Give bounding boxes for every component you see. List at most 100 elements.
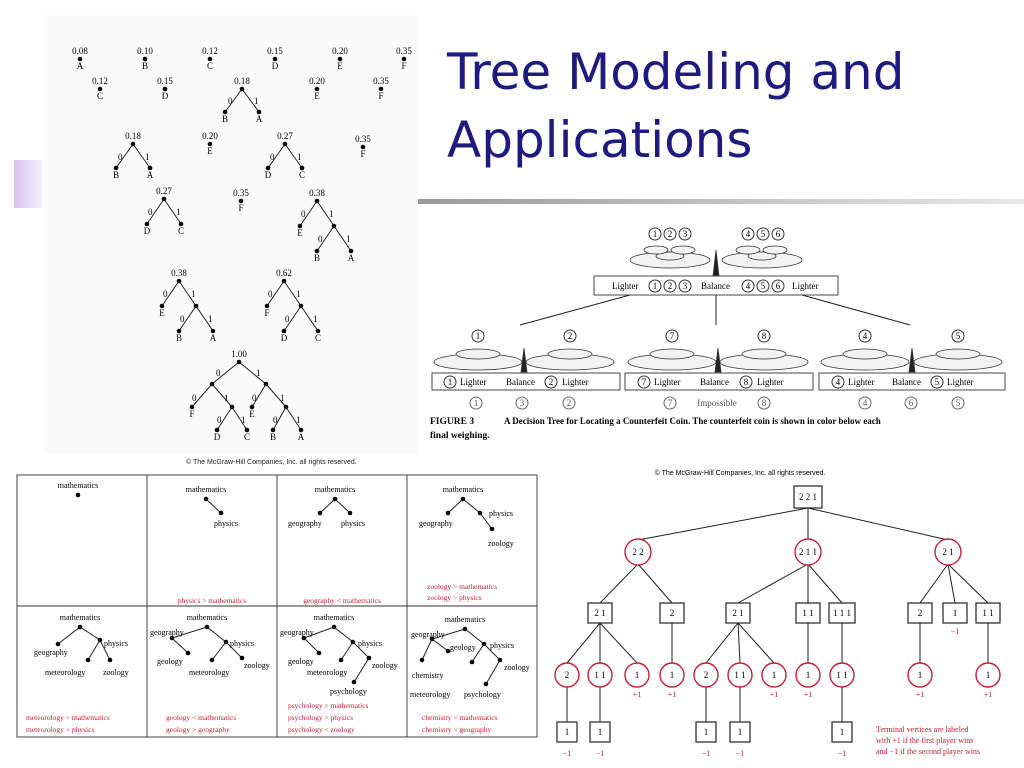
- figure-caption: FIGURE 3 A Decision Tree for Locating a …: [430, 416, 881, 441]
- svg-text:physics: physics: [214, 519, 238, 528]
- svg-text:2 1: 2 1: [942, 547, 953, 557]
- svg-text:8: 8: [744, 377, 749, 387]
- svg-text:0.20: 0.20: [309, 76, 325, 86]
- svg-text:1: 1: [191, 289, 196, 299]
- svg-text:mathematics: mathematics: [443, 485, 483, 494]
- svg-text:physics: physics: [230, 639, 254, 648]
- svg-text:1: 1: [346, 234, 351, 244]
- svg-text:1 1 1: 1 1 1: [833, 608, 851, 618]
- svg-text:1: 1: [280, 393, 285, 403]
- svg-text:geology: geology: [288, 657, 314, 666]
- svg-text:psychology: psychology: [464, 690, 501, 699]
- svg-text:0.20: 0.20: [202, 131, 218, 141]
- svg-text:−1: −1: [951, 627, 960, 636]
- svg-text:+1: +1: [633, 690, 642, 699]
- svg-text:2: 2: [568, 331, 573, 341]
- svg-text:E: E: [314, 91, 320, 101]
- svg-text:0: 0: [252, 393, 257, 403]
- svg-text:C: C: [299, 170, 305, 180]
- svg-text:B: B: [113, 170, 119, 180]
- svg-text:A: A: [256, 114, 263, 124]
- svg-text:psychology > mathematics: psychology > mathematics: [288, 701, 369, 710]
- svg-text:0: 0: [163, 289, 168, 299]
- svg-text:2: 2: [670, 608, 675, 618]
- svg-text:3: 3: [683, 229, 688, 239]
- svg-text:8: 8: [762, 331, 767, 341]
- svg-text:8: 8: [762, 398, 767, 408]
- svg-text:1: 1: [806, 670, 811, 680]
- svg-text:0.12: 0.12: [92, 76, 108, 86]
- svg-text:A: A: [210, 333, 217, 343]
- svg-text:B: B: [176, 333, 182, 343]
- svg-text:geography: geography: [280, 628, 314, 637]
- svg-text:zoology: zoology: [244, 661, 270, 670]
- svg-text:2: 2: [565, 670, 570, 680]
- prob-label: 0.10: [137, 46, 153, 56]
- svg-text:0.18: 0.18: [125, 131, 141, 141]
- huffman-row-1: 0.08A 0.10B 0.12C 0.15D 0.20E 0.35F: [72, 46, 412, 71]
- svg-text:chemistry < mathematics: chemistry < mathematics: [422, 713, 498, 722]
- svg-text:1: 1: [918, 670, 923, 680]
- prob-label: 0.12: [202, 46, 218, 56]
- svg-text:2 1: 2 1: [594, 608, 605, 618]
- svg-text:+1: +1: [916, 690, 925, 699]
- svg-text:meteorology < physics: meteorology < physics: [26, 725, 94, 734]
- svg-text:Lighter: Lighter: [612, 281, 639, 291]
- svg-text:mathematics: mathematics: [315, 485, 355, 494]
- coin-decision-tree-figure: 1 2 3 4 5 6 Lighter 1 2 3 Balance 4 5 6 …: [420, 210, 1012, 450]
- svg-text:C: C: [315, 333, 321, 343]
- svg-text:1: 1: [565, 727, 570, 737]
- svg-text:+1: +1: [804, 690, 813, 699]
- title-line-1: Tree Modeling and: [447, 43, 905, 101]
- root-node: 2 2 1: [799, 492, 817, 502]
- svg-text:2: 2: [668, 281, 673, 291]
- svg-text:mathematics: mathematics: [314, 613, 354, 622]
- svg-text:geography: geography: [34, 648, 68, 657]
- taxonomy-grid-figure: mathematics mathematics physics physics …: [14, 472, 540, 740]
- svg-text:5: 5: [761, 229, 766, 239]
- slide-title: Tree Modeling and Applications: [447, 38, 1007, 174]
- svg-text:A Decision Tree for Locating a: A Decision Tree for Locating a Counterfe…: [504, 416, 881, 426]
- svg-text:mathematics: mathematics: [60, 613, 100, 622]
- svg-text:E: E: [297, 228, 303, 238]
- svg-text:0: 0: [148, 207, 153, 217]
- svg-text:B: B: [222, 114, 228, 124]
- svg-text:1: 1: [256, 368, 261, 378]
- svg-text:meteorology: meteorology: [189, 668, 229, 677]
- svg-text:4: 4: [746, 281, 751, 291]
- svg-text:geology > geography: geology > geography: [166, 725, 230, 734]
- svg-text:chemistry < geography: chemistry < geography: [422, 725, 491, 734]
- copyright-notice-left: © The McGraw-Hill Companies, Inc. all ri…: [186, 459, 357, 466]
- svg-text:0.27: 0.27: [156, 186, 172, 196]
- svg-text:6: 6: [776, 229, 781, 239]
- title-line-2: Applications: [447, 111, 753, 169]
- svg-text:Lighter: Lighter: [757, 377, 784, 387]
- top-outcome-box: Lighter 1 2 3 Balance 4 5 6 Lighter: [612, 279, 819, 293]
- svg-text:0.35: 0.35: [233, 188, 249, 198]
- svg-text:0.38: 0.38: [309, 188, 325, 198]
- svg-text:6: 6: [776, 281, 781, 291]
- svg-text:1: 1: [296, 415, 301, 425]
- svg-text:1: 1: [329, 209, 334, 219]
- svg-text:3: 3: [683, 281, 688, 291]
- svg-text:F: F: [238, 203, 243, 213]
- svg-text:4: 4: [863, 331, 868, 341]
- svg-text:D: D: [265, 170, 272, 180]
- prob-label: 0.20: [332, 46, 348, 56]
- svg-text:F: F: [378, 91, 383, 101]
- svg-text:E: E: [159, 308, 165, 318]
- svg-text:F: F: [360, 149, 365, 159]
- svg-text:Lighter: Lighter: [848, 377, 875, 387]
- svg-text:E: E: [207, 146, 213, 156]
- svg-text:zoology > physics: zoology > physics: [427, 593, 482, 602]
- svg-text:geology < mathematics: geology < mathematics: [166, 713, 236, 722]
- svg-text:1: 1: [313, 314, 318, 324]
- svg-text:0: 0: [216, 368, 221, 378]
- svg-text:geography: geography: [150, 628, 184, 637]
- terminal-note: Terminal vertices are labeled with +1 if…: [876, 725, 980, 756]
- svg-text:0: 0: [301, 209, 306, 219]
- svg-text:6: 6: [909, 398, 914, 408]
